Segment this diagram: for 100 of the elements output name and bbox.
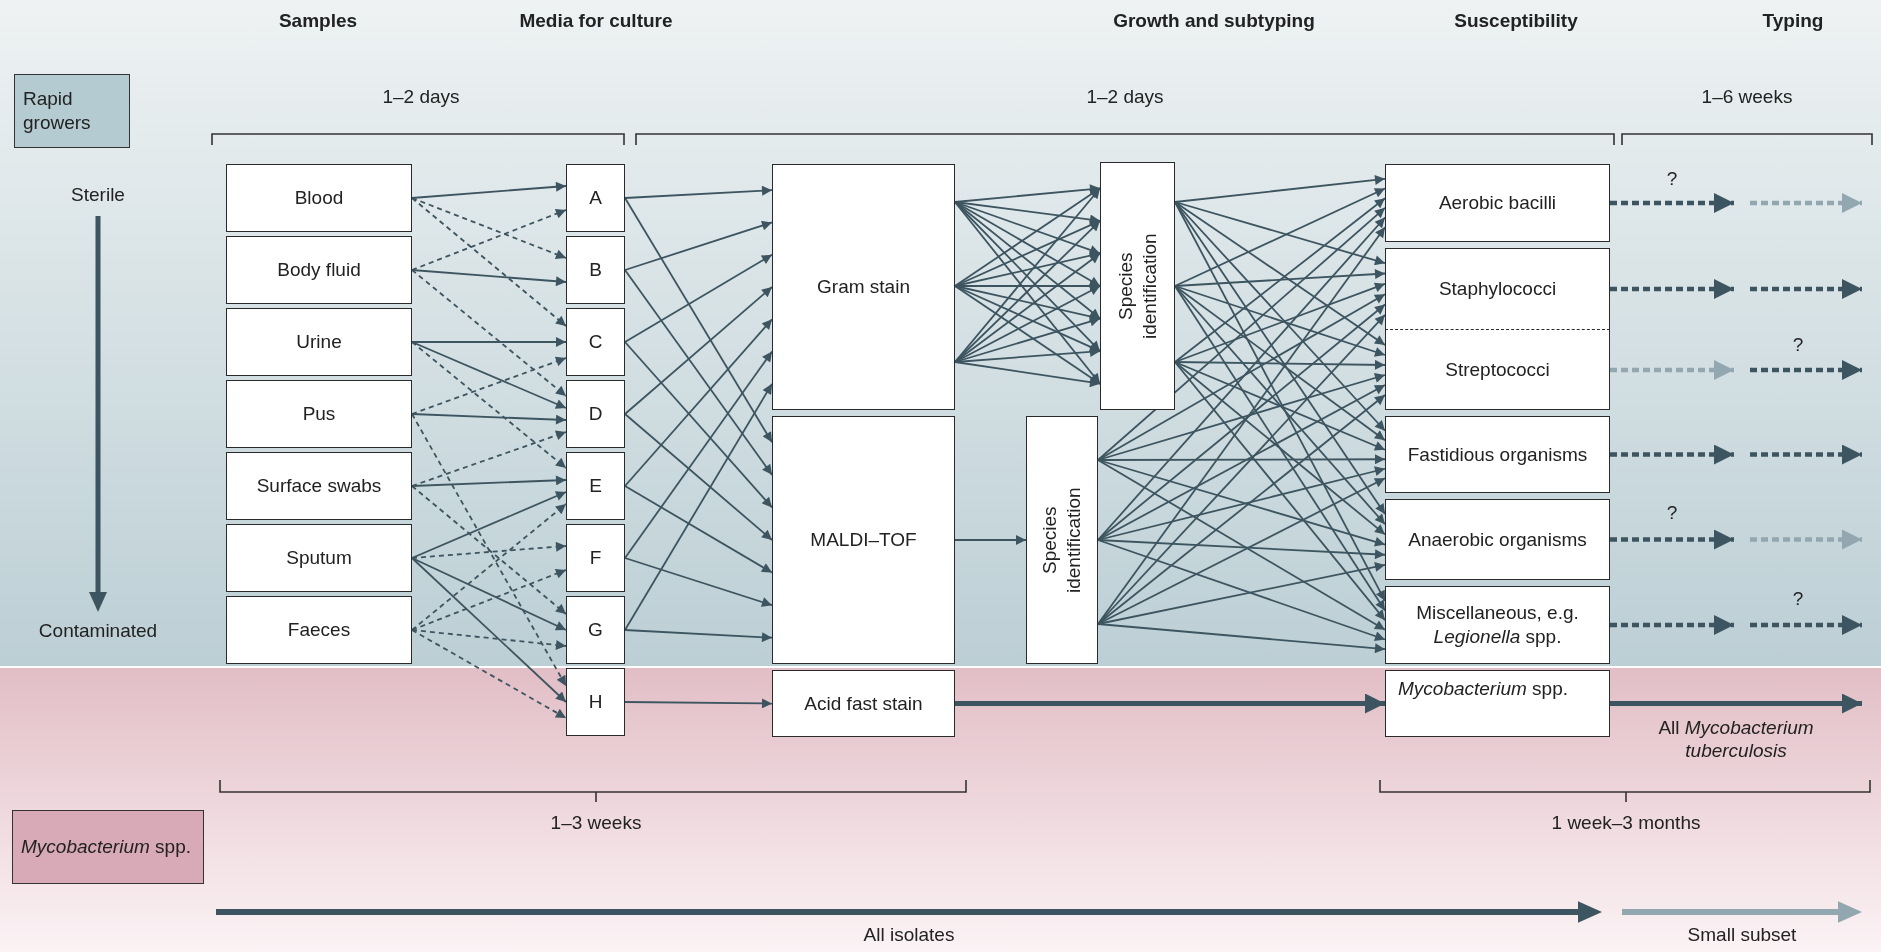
process-box xyxy=(772,416,955,664)
column-header: Samples xyxy=(278,10,358,32)
annotation-label: ? xyxy=(1666,502,1678,524)
process-box xyxy=(1385,499,1610,580)
annotation-label: Sterile xyxy=(71,184,125,206)
box-label: Mycobacterium spp. xyxy=(1398,677,1569,701)
arrow xyxy=(624,318,773,487)
arrow xyxy=(411,413,567,687)
annotation-label: 1 week–3 months xyxy=(1551,812,1701,834)
arrow xyxy=(624,350,773,559)
box-label: Anaerobic organisms xyxy=(1408,527,1587,552)
arrow xyxy=(1610,615,1734,635)
process-box xyxy=(226,236,412,304)
box-label: G xyxy=(588,618,603,642)
arrow xyxy=(1174,187,1386,287)
arrow xyxy=(411,341,567,409)
box-label: Species identification xyxy=(1038,486,1085,595)
arrow xyxy=(955,693,1385,714)
annotation-label: Small subset xyxy=(1687,924,1797,946)
process-box xyxy=(1385,416,1610,493)
process-box xyxy=(1385,248,1610,330)
arrow xyxy=(411,475,567,487)
arrow xyxy=(624,341,773,509)
process-box xyxy=(566,524,625,592)
arrow xyxy=(954,361,1101,388)
arrow xyxy=(1174,174,1386,203)
box-label: D xyxy=(588,402,603,426)
process-box xyxy=(566,452,625,520)
process-box xyxy=(566,236,625,304)
arrow xyxy=(411,629,567,719)
arrow xyxy=(411,337,567,347)
box-label: Sputum xyxy=(286,546,352,570)
process-box xyxy=(566,308,625,376)
arrow xyxy=(1610,693,1862,714)
arrow xyxy=(1610,279,1734,299)
arrow xyxy=(1097,303,1386,541)
box-label: Pus xyxy=(302,402,336,426)
arrow xyxy=(624,629,773,643)
box-label: F xyxy=(589,546,602,570)
arrow xyxy=(624,557,773,607)
arrow xyxy=(1610,360,1734,380)
process-box xyxy=(1385,670,1610,737)
process-box xyxy=(1385,164,1610,242)
arrow xyxy=(1097,539,1386,560)
arrow xyxy=(1174,201,1386,266)
process-box xyxy=(226,596,412,664)
arrow xyxy=(411,541,567,559)
arrow xyxy=(624,485,773,574)
process-box xyxy=(226,452,412,520)
box-label: Species identification xyxy=(1113,232,1161,341)
arrow xyxy=(1174,285,1386,442)
box-label: A xyxy=(589,186,602,210)
arrow xyxy=(411,491,567,559)
arrow xyxy=(1174,361,1386,622)
arrow xyxy=(1174,285,1386,526)
annotation-label: All isolates xyxy=(863,924,955,946)
arrow xyxy=(954,201,1101,385)
arrow xyxy=(624,220,773,271)
process-box xyxy=(566,668,625,736)
process-box xyxy=(1385,586,1610,664)
box-label: E xyxy=(589,474,602,498)
identification-box xyxy=(1026,416,1098,664)
annotation-label: ? xyxy=(1792,334,1804,356)
column-header: Typing xyxy=(1762,10,1824,32)
process-box xyxy=(566,380,625,448)
box-label: B xyxy=(589,258,602,282)
edge-label: All Mycobacterium tuberculosis xyxy=(1657,715,1815,763)
arrow xyxy=(1610,193,1734,213)
arrow xyxy=(624,698,773,709)
process-box xyxy=(566,164,625,232)
arrow xyxy=(411,181,567,199)
box-label: Gram stain xyxy=(817,275,910,299)
identification-box xyxy=(1100,162,1175,410)
arrow xyxy=(411,485,567,615)
arrow xyxy=(411,557,567,703)
annotation-label: ? xyxy=(1792,588,1804,610)
arrow xyxy=(624,382,773,631)
arrow xyxy=(624,185,773,199)
box-label: Streptococci xyxy=(1445,357,1550,382)
arrow xyxy=(1097,623,1386,654)
arrow xyxy=(1174,359,1386,370)
box-label: Faeces xyxy=(287,618,351,642)
arrow xyxy=(411,197,567,327)
arrow xyxy=(411,197,567,260)
process-box xyxy=(226,308,412,376)
arrow xyxy=(1174,269,1386,287)
arrow xyxy=(624,413,773,541)
arrow xyxy=(411,269,567,287)
arrow xyxy=(411,341,567,469)
legend-text: Mycobacterium spp. xyxy=(21,835,192,859)
arrow xyxy=(954,219,1101,363)
arrow xyxy=(1097,539,1386,641)
arrow xyxy=(624,197,773,444)
box-label: C xyxy=(588,330,603,354)
arrow xyxy=(1174,361,1386,536)
arrow xyxy=(411,208,567,271)
box-label: Body fluid xyxy=(277,258,361,282)
process-box xyxy=(1385,330,1610,410)
box-label: MALDI–TOF xyxy=(810,528,917,552)
arrow xyxy=(1174,285,1386,612)
